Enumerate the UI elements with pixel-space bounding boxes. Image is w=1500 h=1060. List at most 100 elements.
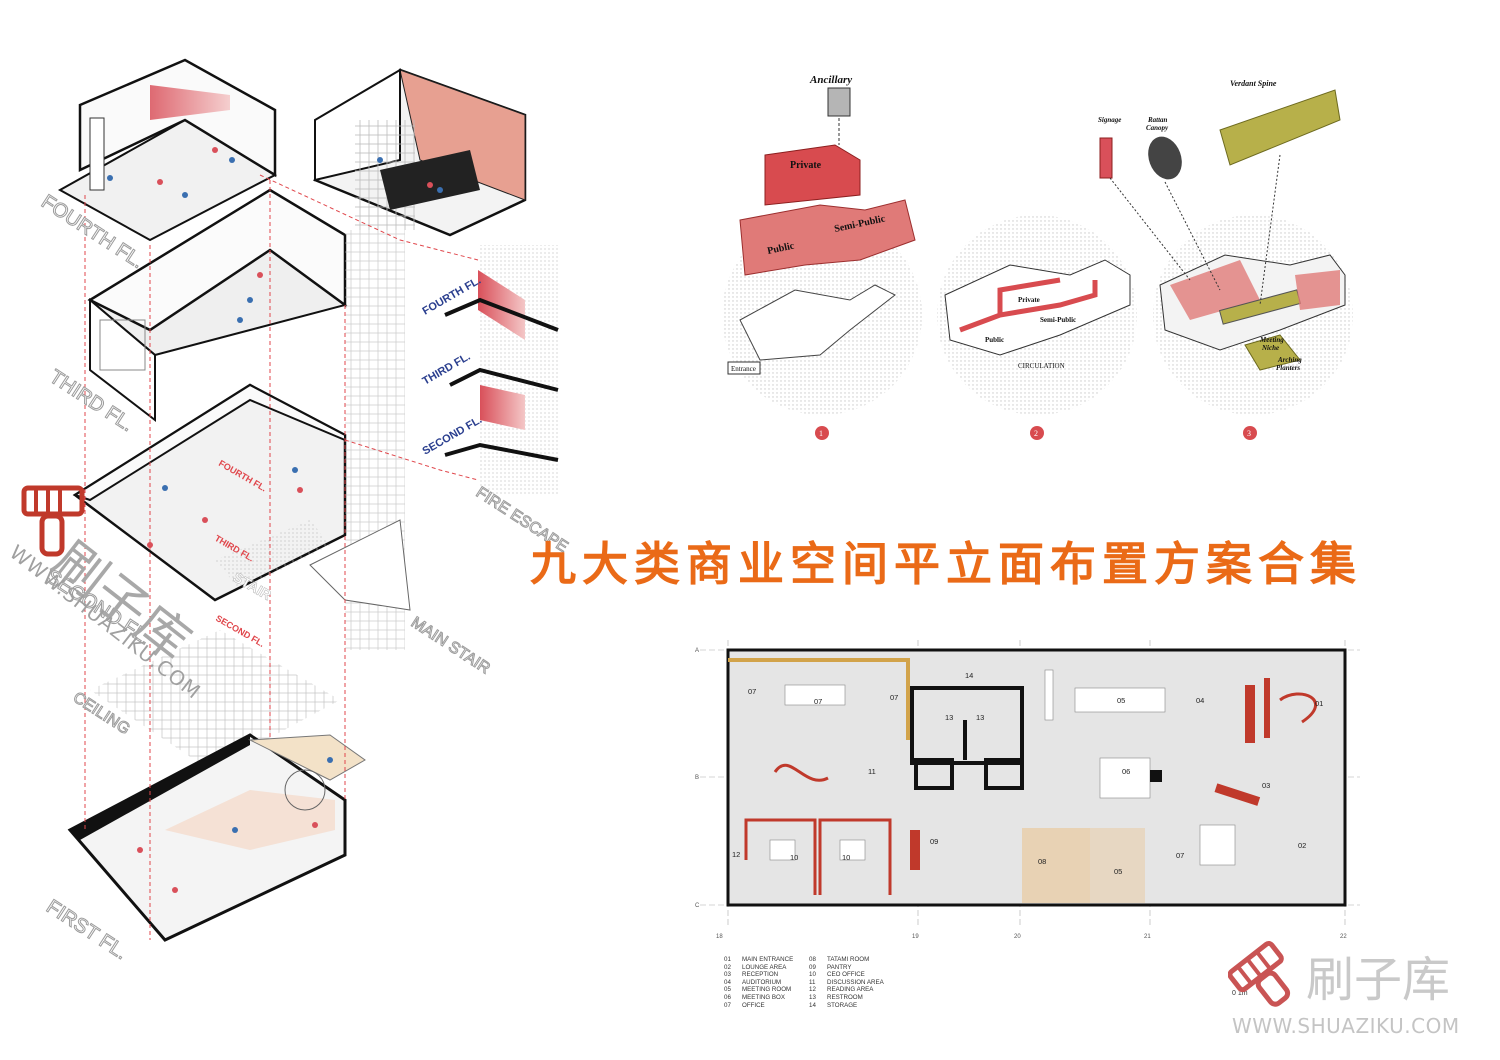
room-label: 01 (1315, 699, 1323, 708)
room-label: 13 (976, 713, 984, 722)
room-label: 06 (1122, 767, 1130, 776)
room-label: 07 (748, 687, 756, 696)
fourth-floor-block (57, 58, 278, 242)
room-label: 07 (1176, 851, 1184, 860)
first-floor-block (67, 733, 366, 942)
legend-number: 06 (724, 993, 731, 1001)
grid-label: 19 (912, 934, 919, 940)
grid-label: B (695, 775, 699, 781)
legend-label: AUDITORIUM (742, 978, 782, 986)
room-label: 02 (1298, 841, 1306, 850)
room-label: 14 (965, 671, 973, 680)
legend-item: 01 MAIN ENTRANCE (724, 956, 809, 964)
grid-label: A (695, 648, 699, 654)
legend-number: 09 (809, 963, 816, 971)
ceiling-mesh (90, 630, 340, 770)
d1-ancillary-label: Ancillary (809, 74, 852, 86)
legend-item: 02 LOUNGE AREA (724, 964, 809, 972)
room-label: 07 (890, 693, 898, 702)
watermark-text-right: 刷子库 (1306, 952, 1451, 1008)
room-label: 13 (945, 713, 953, 722)
label-first-floor: FIRST FL. (42, 896, 131, 964)
label-main-stair: MAIN STAIR (408, 614, 493, 677)
alignment-lines (84, 174, 479, 940)
legend-item: 13 RESTROOM (809, 994, 894, 1002)
d1-private-label: Private (790, 160, 822, 171)
legend-label: LOUNGE AREA (742, 963, 787, 971)
legend-label: DISCUSSION AREA (827, 978, 884, 986)
d2-public-label: Public (985, 336, 1004, 344)
room-label: 03 (1262, 781, 1270, 790)
room-label: 05 (1117, 696, 1125, 705)
legend-label: RECEPTION (742, 971, 779, 979)
legend-number: 12 (809, 986, 816, 994)
legend-label: MEETING ROOM (742, 986, 792, 994)
grid-label: 18 (716, 934, 723, 940)
legend-label: TATAMI ROOM (827, 956, 870, 963)
legend-label: MAIN ENTRANCE (742, 956, 794, 963)
scale-bar: 0 1m (1232, 990, 1248, 997)
legend-number: 11 (809, 978, 816, 986)
legend-label: STORAGE (827, 1001, 858, 1009)
d3-number: 3 (1247, 429, 1251, 438)
watermark-brush-logo-right (1228, 941, 1291, 1007)
fire-escape-third-label: THIRD FL. (421, 351, 473, 388)
diagram-zoning: Ancillary Private Semi-Public Public Ent… (722, 74, 922, 440)
legend-number: 05 (724, 986, 731, 994)
legend-item: 05 MEETING ROOM (724, 986, 809, 994)
upper-shop-block (313, 68, 527, 237)
room-labels: 07 07 07 14 13 13 05 04 01 11 06 03 12 1… (732, 671, 1323, 876)
legend-label: PANTRY (827, 963, 852, 971)
d3-arching-label-1: Arching (1277, 356, 1302, 364)
legend-number: 14 (809, 1001, 816, 1009)
page-title: 九大类商业空间平立面布置方案合集 (530, 537, 1362, 591)
room-label: 04 (1196, 696, 1204, 705)
watermark-brush-logo-left (21, 485, 85, 557)
diagram-circulation: Private Semi-Public Public CIRCULATION 2 (937, 215, 1137, 440)
d3-meeting-label-2: Niche (1261, 344, 1279, 352)
room-label: 09 (930, 837, 938, 846)
legend-number: 02 (724, 963, 731, 971)
grid-label: 21 (1144, 934, 1151, 940)
legend-label: RESTROOM (827, 993, 863, 1001)
d2-circulation-label: CIRCULATION (1018, 362, 1065, 370)
d3-rattan-label-2: Canopy (1146, 124, 1169, 132)
legend-item: 09 PANTRY (809, 964, 894, 972)
room-label: 10 (842, 853, 850, 862)
legend-number: 07 (724, 1001, 731, 1009)
room-label: 10 (790, 853, 798, 862)
legend-item: 04 AUDITORIUM (724, 979, 809, 987)
d3-arching-label-2: Planters (1276, 364, 1300, 372)
legend-item: 03 RECEPTION (724, 971, 809, 979)
third-floor-block (87, 188, 348, 423)
d2-number: 2 (1034, 429, 1038, 438)
legend-label: READING AREA (827, 986, 874, 994)
main-stair (309, 230, 411, 650)
d3-rattan-label-1: Rattan (1147, 116, 1168, 124)
legend-label: OFFICE (742, 1001, 765, 1009)
fire-escape (444, 245, 559, 495)
legend-number: 10 (809, 971, 816, 979)
room-label: 07 (814, 697, 822, 706)
grid-label: 20 (1014, 934, 1021, 940)
d3-meeting-label-1: Meeting (1259, 336, 1284, 344)
legend-item: 07 OFFICE (724, 1002, 809, 1010)
floor-plan: 07 07 07 14 13 13 05 04 01 11 06 03 12 1… (695, 640, 1360, 940)
legend-number: 01 (724, 956, 731, 963)
legend-number: 04 (724, 978, 731, 986)
axonometric-drawing: FOURTH FL. THIRD FL. SECOND FL. CEILING … (37, 58, 571, 965)
d2-semipublic-label: Semi-Public (1040, 316, 1076, 324)
room-label: 11 (868, 767, 876, 776)
room-label: 05 (1114, 867, 1122, 876)
legend-number: 13 (809, 993, 816, 1001)
grid-label: 22 (1340, 934, 1347, 940)
legend-number: 03 (724, 971, 731, 979)
concept-diagrams: Ancillary Private Semi-Public Public Ent… (722, 74, 1353, 440)
d3-signage-label: Signage (1098, 116, 1121, 124)
d1-entrance-label: Entrance (731, 365, 756, 373)
d3-verdant-spine-label: Verdant Spine (1230, 79, 1277, 88)
legend-item: 14 STORAGE (809, 1002, 894, 1010)
